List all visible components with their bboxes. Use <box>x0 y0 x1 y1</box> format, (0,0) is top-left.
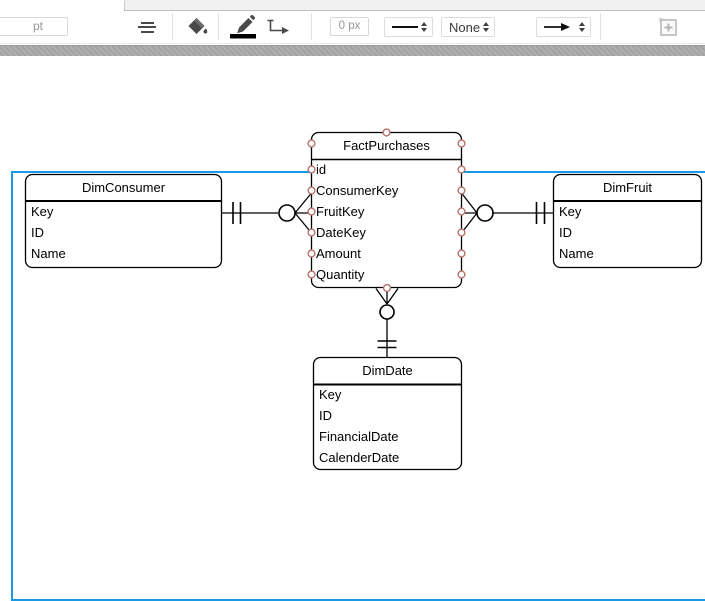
table-dimdate[interactable]: DimDate Key ID FinancialDate CalenderDat… <box>312 356 463 471</box>
table-field[interactable]: CalenderDate <box>319 450 399 465</box>
paint-bucket-icon <box>188 18 208 34</box>
toolbar-separator <box>218 13 219 40</box>
connection-point-icon[interactable] <box>382 283 392 293</box>
insert-note-button[interactable] <box>653 11 683 43</box>
connection-point-icon[interactable] <box>307 270 316 279</box>
table-title[interactable]: FactPurchases <box>343 138 430 153</box>
table-field[interactable]: Key <box>559 204 582 219</box>
table-shape[interactable] <box>24 173 223 269</box>
table-field[interactable]: Key <box>319 387 342 402</box>
zero-circle-icon <box>379 304 395 320</box>
stepper-arrows-icon <box>421 22 427 32</box>
arrow-style-dropdown[interactable] <box>536 17 591 37</box>
connection-point-icon[interactable] <box>307 207 316 216</box>
connection-point-icon[interactable] <box>457 207 466 216</box>
relation-dimdate-factpurchases[interactable] <box>375 288 399 358</box>
line-effect-dropdown[interactable]: None <box>441 17 495 37</box>
format-toolbar: pt 0 px None <box>0 11 705 44</box>
solid-line-icon <box>392 26 418 28</box>
table-title[interactable]: DimDate <box>362 363 413 378</box>
table-field[interactable]: Amount <box>316 246 361 261</box>
table-factpurchases[interactable]: FactPurchases id ConsumerKey FruitKey Da… <box>310 131 463 289</box>
selected-option-label: None <box>449 19 481 35</box>
table-field[interactable]: id <box>316 162 326 177</box>
connection-point-icon[interactable] <box>307 186 316 195</box>
exactly-one-ticks-icon <box>377 340 397 349</box>
table-field[interactable]: DateKey <box>316 225 366 240</box>
zero-circle-icon <box>278 204 296 222</box>
stepper-arrows-icon <box>579 22 585 32</box>
font-size-unit: pt <box>32 19 43 33</box>
top-panel-edge <box>124 0 705 11</box>
table-dimconsumer[interactable]: DimConsumer Key ID Name <box>24 173 223 269</box>
er-diagram: DimConsumer Key ID Name DimFruit Key ID … <box>24 128 703 471</box>
connection-point-icon[interactable] <box>307 228 316 237</box>
connection-point-icon[interactable] <box>457 270 466 279</box>
table-field[interactable]: Name <box>559 246 594 261</box>
relation-dimfruit-factpurchases[interactable] <box>460 192 554 234</box>
table-title[interactable]: DimFruit <box>603 180 652 195</box>
connection-point-icon[interactable] <box>457 228 466 237</box>
exactly-one-ticks-icon <box>535 202 546 224</box>
toolbar-separator <box>172 13 173 40</box>
table-title[interactable]: DimConsumer <box>82 180 166 195</box>
connector-style-button[interactable] <box>264 11 294 43</box>
connection-point-icon[interactable] <box>307 249 316 258</box>
plus-note-icon <box>659 18 677 36</box>
line-style-dropdown[interactable] <box>384 17 433 37</box>
arrow-line-icon <box>544 23 570 31</box>
connection-point-icon[interactable] <box>307 139 316 148</box>
table-field[interactable]: ID <box>319 408 332 423</box>
align-center-icon <box>138 21 156 33</box>
table-shape[interactable] <box>552 173 703 269</box>
relation-dimconsumer-factpurchases[interactable] <box>221 192 313 234</box>
fill-color-button[interactable] <box>183 11 213 43</box>
zero-circle-icon <box>476 204 494 222</box>
table-field[interactable]: FruitKey <box>316 204 365 219</box>
connection-point-icon[interactable] <box>457 186 466 195</box>
stepper-arrows-icon <box>483 22 489 32</box>
connection-point-icon[interactable] <box>307 165 316 174</box>
table-field[interactable]: ConsumerKey <box>316 183 399 198</box>
connection-point-icon[interactable] <box>457 139 466 148</box>
align-button[interactable] <box>133 11 161 43</box>
table-field[interactable]: Key <box>31 204 54 219</box>
toolbar-separator <box>600 13 601 40</box>
connection-point-icon[interactable] <box>457 249 466 258</box>
table-field[interactable]: ID <box>559 225 572 240</box>
connection-point-icon[interactable] <box>457 165 466 174</box>
connection-point-icon[interactable] <box>382 128 391 137</box>
line-width-input[interactable]: 0 px <box>330 17 369 36</box>
line-width-value: 0 px <box>338 20 361 32</box>
pencil-line-color-icon <box>230 15 256 39</box>
font-size-input[interactable]: pt <box>0 17 68 36</box>
exactly-one-ticks-icon <box>232 202 242 224</box>
table-field[interactable]: Name <box>31 246 66 261</box>
table-field[interactable]: Quantity <box>316 267 365 282</box>
table-field[interactable]: FinancialDate <box>319 429 399 444</box>
table-dimfruit[interactable]: DimFruit Key ID Name <box>552 173 703 269</box>
connection-points[interactable] <box>307 128 466 293</box>
table-field[interactable]: ID <box>31 225 44 240</box>
line-color-button[interactable] <box>226 11 260 43</box>
elbow-connector-arrow-icon <box>267 19 289 34</box>
toolbar-separator <box>311 13 312 40</box>
